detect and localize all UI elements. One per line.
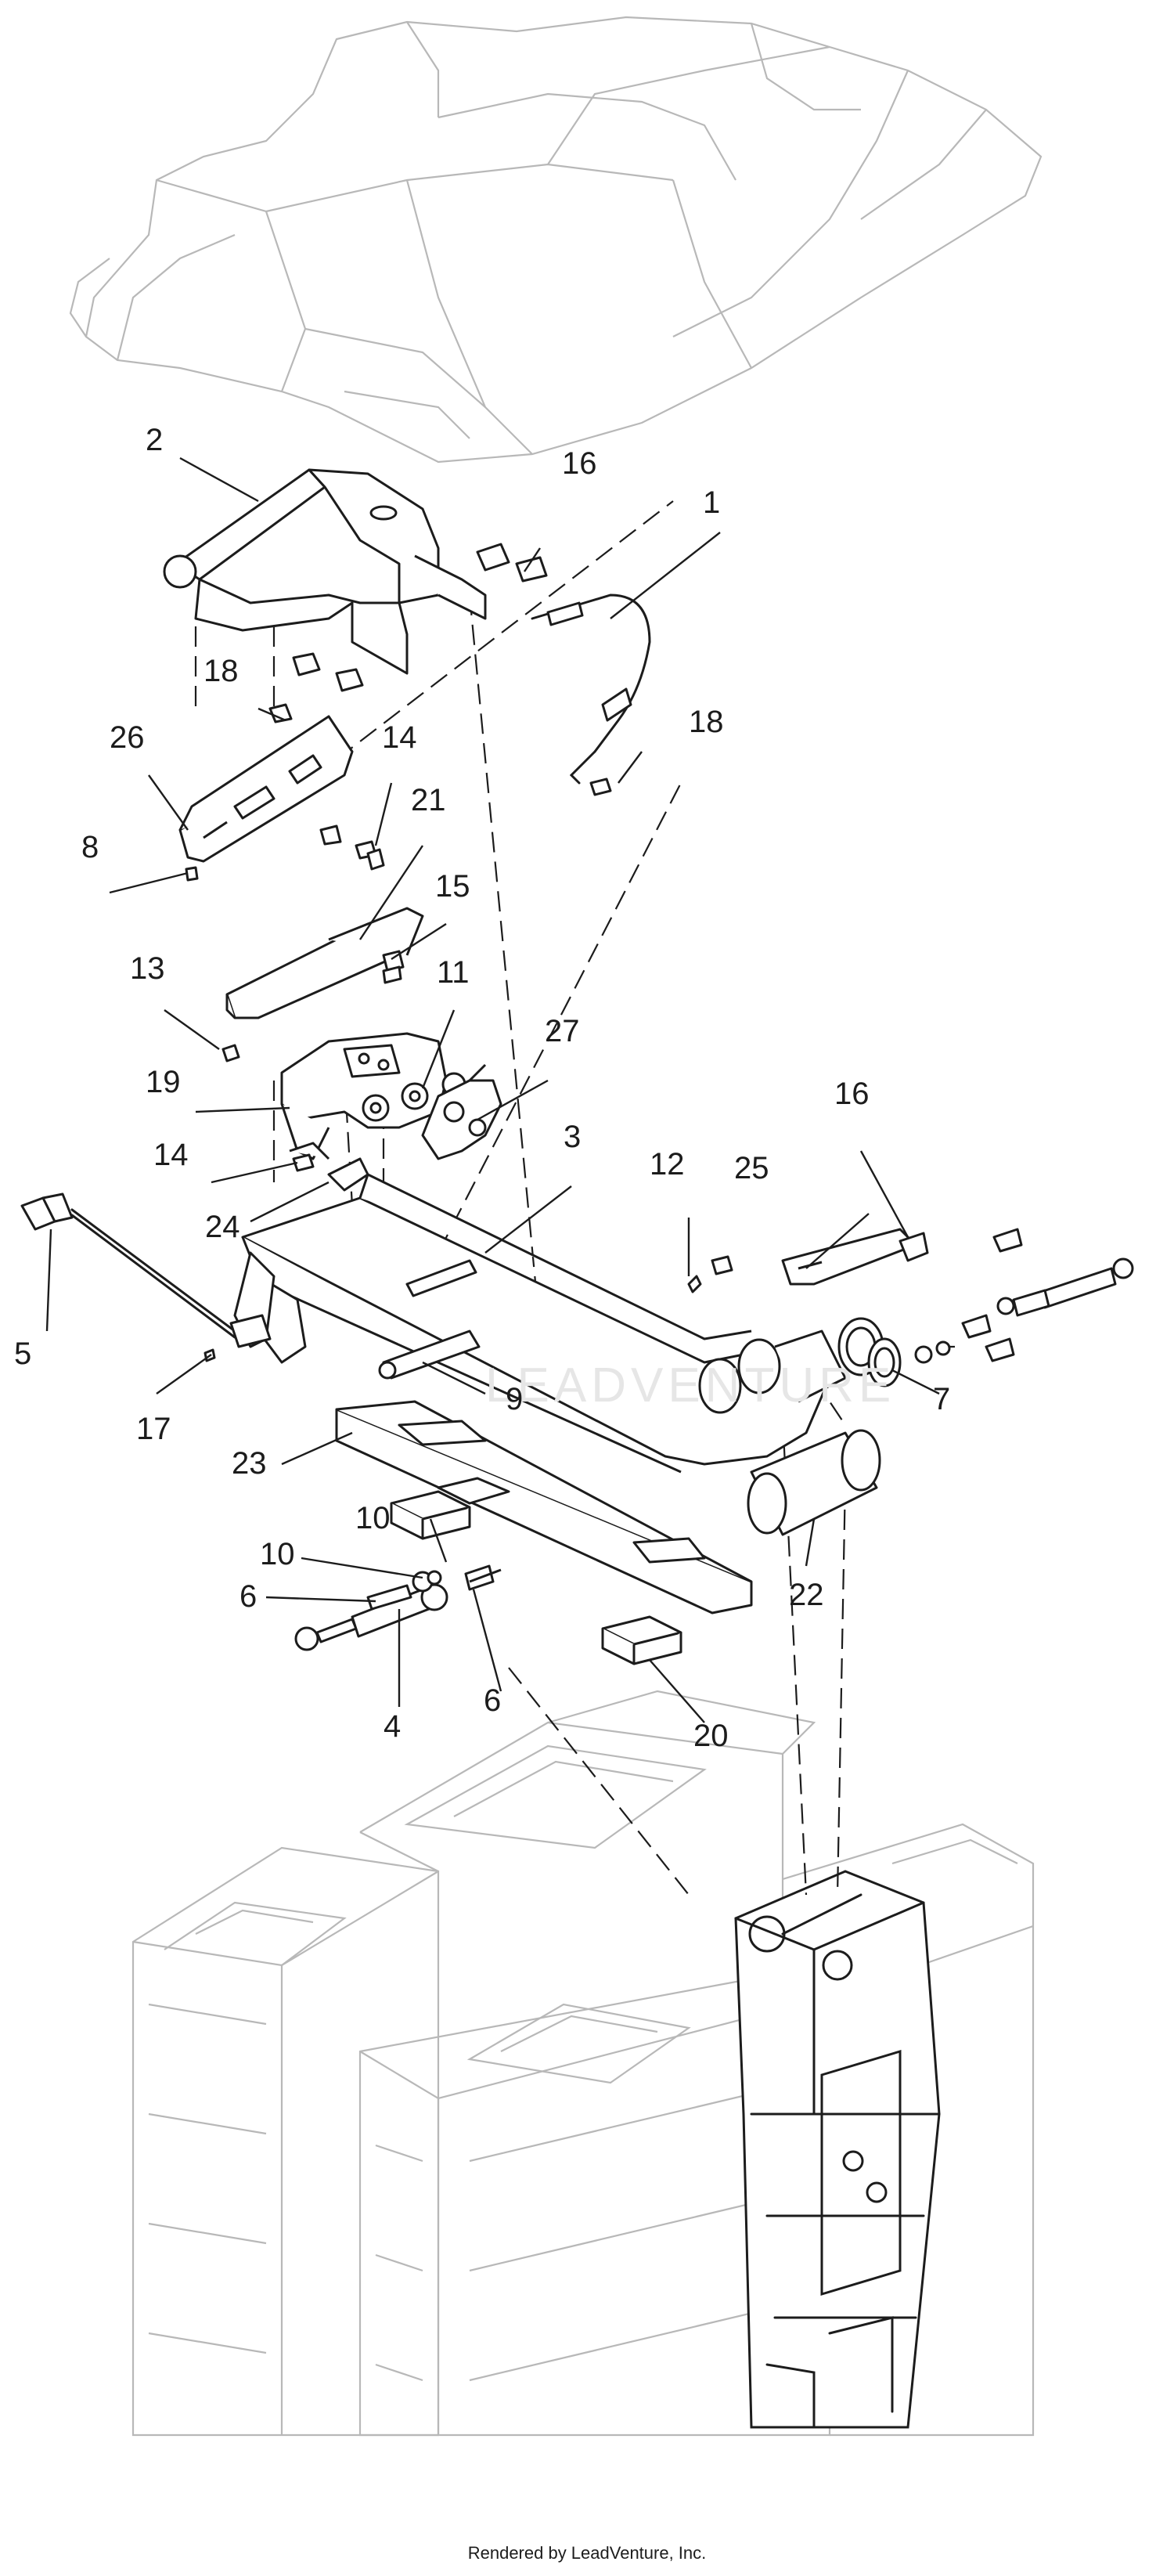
callout-17: 17 (136, 1412, 171, 1446)
callout-4: 4 (384, 1709, 401, 1744)
callout-24: 24 (205, 1210, 240, 1244)
callout-6-left: 6 (239, 1579, 257, 1614)
battery-tray-outline (131, 1690, 1035, 2437)
callout-21: 21 (411, 783, 446, 817)
part-hardware-right (781, 1228, 1134, 1387)
callout-1: 1 (703, 485, 720, 520)
assembly-dashed-lines (194, 500, 955, 1896)
callout-16-right: 16 (834, 1077, 870, 1111)
part-plate-21 (225, 907, 424, 1019)
callout-14-top: 14 (382, 720, 417, 755)
callout-3: 3 (564, 1120, 581, 1154)
fender-hood-outline (69, 16, 1043, 464)
callout-5: 5 (14, 1337, 31, 1371)
part-pin-9 (378, 1259, 481, 1380)
callout-2: 2 (146, 423, 163, 457)
part-switch-housing (178, 715, 354, 863)
callout-26: 26 (110, 720, 145, 755)
part-main-frame (233, 1173, 884, 1474)
callout-7: 7 (933, 1382, 950, 1416)
callout-19: 19 (146, 1065, 181, 1099)
hitch-bracket-frame (734, 1870, 941, 2429)
part-wire-harness (20, 1192, 272, 1348)
part-sleeve-22 (747, 1429, 881, 1536)
bolts-upper-left (185, 543, 548, 882)
part-blocks-20 (390, 1477, 682, 1665)
callout-27: 27 (545, 1014, 580, 1048)
callout-25: 25 (734, 1151, 769, 1185)
leader-lines (45, 456, 940, 1723)
callout-11: 11 (437, 955, 470, 990)
callout-14-mid: 14 (153, 1138, 189, 1172)
callout-9: 9 (506, 1382, 523, 1416)
part-cable (531, 593, 651, 796)
callout-10-upper: 10 (355, 1501, 391, 1535)
callout-18-right: 18 (689, 705, 724, 739)
callout-16-top: 16 (562, 446, 597, 481)
part-latch-27 (421, 1063, 502, 1160)
callout-8: 8 (81, 830, 99, 864)
part-plate-23 (335, 1400, 753, 1615)
watermark-text: LEADVENTURE (485, 1358, 895, 1412)
callout-18-left: 18 (203, 654, 239, 688)
callout-15: 15 (435, 869, 470, 904)
callout-12: 12 (650, 1147, 685, 1182)
footer-credit: Rendered by LeadVenture, Inc. (467, 2543, 707, 2563)
callout-6-right: 6 (484, 1683, 501, 1718)
callout-23: 23 (232, 1446, 267, 1481)
callout-10-lower: 10 (260, 1537, 295, 1571)
part-bracket-24 (289, 1142, 369, 1192)
washers-11 (362, 1072, 466, 1122)
part-studs-6 (366, 1564, 502, 1611)
part-handle-bracket (163, 468, 487, 675)
callout-labels: 2 16 1 18 18 26 14 21 8 15 13 11 27 19 1… (14, 423, 950, 1753)
callout-20: 20 (693, 1719, 729, 1753)
callout-22: 22 (789, 1578, 824, 1612)
part-gas-strut-4 (294, 1583, 448, 1651)
callout-13: 13 (130, 951, 165, 986)
